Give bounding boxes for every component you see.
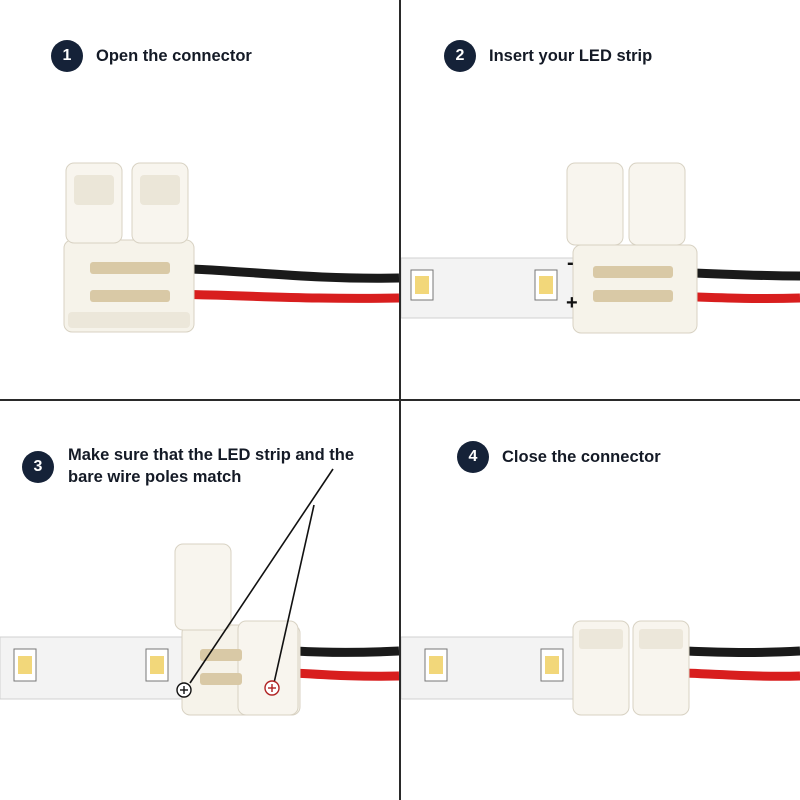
plus-marker: + bbox=[566, 292, 578, 315]
minus-marker: - bbox=[567, 252, 574, 275]
step-3-panel: 3 Make sure that the LED strip and the b… bbox=[0, 401, 399, 800]
closed-connector-illustration bbox=[401, 401, 800, 800]
step-2-panel: 2 Insert your LED strip - + bbox=[401, 0, 800, 399]
step-1-panel: 1 Open the connector bbox=[0, 0, 399, 399]
insert-strip-illustration bbox=[401, 0, 800, 399]
open-connector-illustration bbox=[0, 0, 399, 399]
match-poles-illustration bbox=[0, 401, 399, 800]
step-4-panel: 4 Close the connector bbox=[401, 401, 800, 800]
